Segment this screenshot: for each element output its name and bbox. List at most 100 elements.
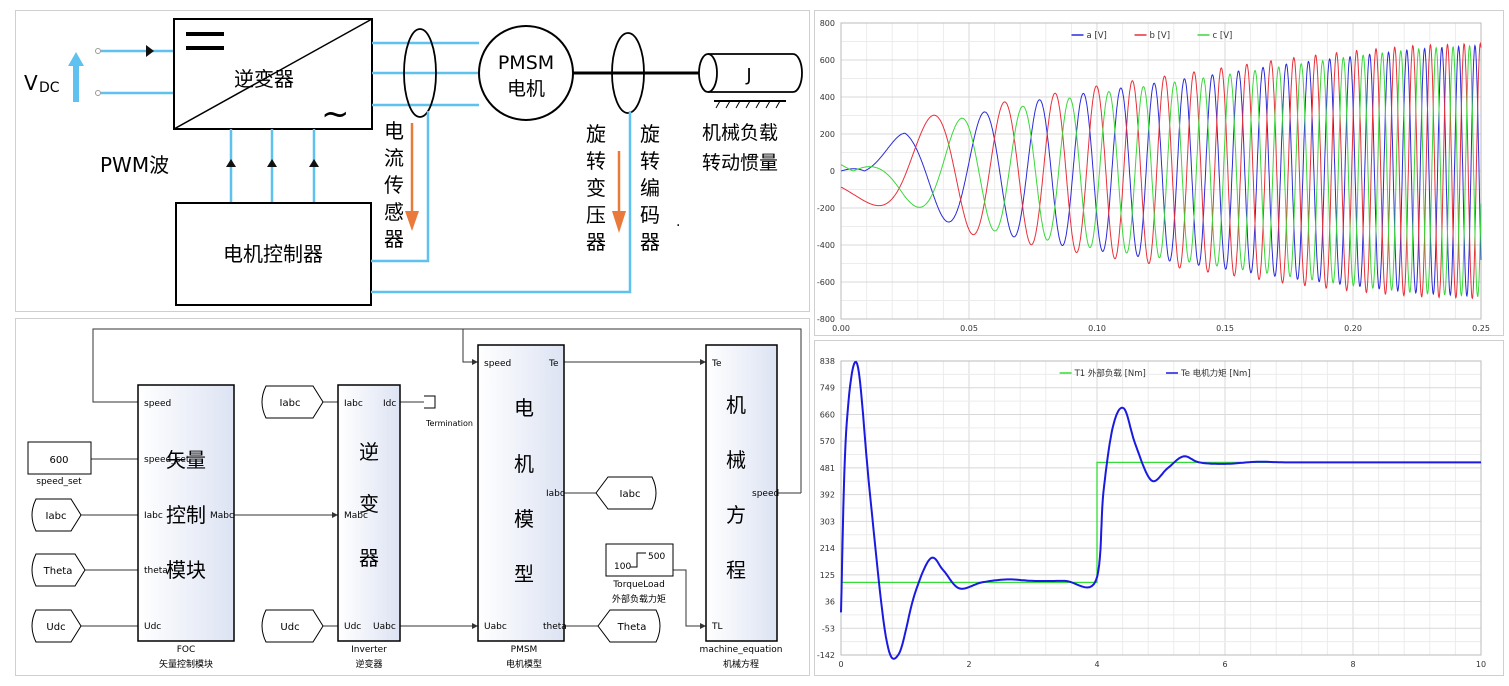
svg-text:Iabc: Iabc	[280, 398, 301, 409]
y-tick-label: 749	[820, 384, 835, 393]
y-tick-label: 392	[820, 491, 835, 500]
load-caption-1: 机械负载	[702, 122, 778, 144]
controller-label: 电机控制器	[223, 242, 323, 266]
y-tick-label: 400	[820, 93, 835, 102]
y-tick-label: 800	[820, 19, 835, 28]
y-tick-label: 570	[820, 437, 835, 446]
inverter-label: 逆变器	[234, 67, 294, 91]
step-caption: 外部负载力矩	[612, 593, 666, 605]
plot-frame	[840, 360, 1482, 656]
mech-title-3: 方	[726, 503, 746, 527]
schematic-panel: V DC 逆变器 ~ 电 流 传 感	[15, 10, 810, 312]
foc-block[interactable]: speed speed_set Iabc theta Udc Mabc 矢量 控…	[137, 384, 235, 642]
step-name: TorqueLoad	[612, 580, 665, 590]
foc-port-speed-set: speed_set	[144, 455, 190, 465]
mech-port-tl: TL	[711, 622, 723, 632]
current-sensor-label: 电 流 传 感 器	[384, 119, 404, 251]
pmsm-name: PMSM	[511, 645, 538, 655]
foc-port-udc: Udc	[144, 622, 161, 632]
y-tick-label: 600	[820, 56, 835, 65]
vdc-label: V	[24, 71, 38, 95]
series-line-c	[840, 44, 1482, 298]
y-tick-label: 214	[820, 544, 835, 553]
schematic-svg: V DC 逆变器 ~ 电 流 传 感	[24, 18, 803, 306]
foc-port-theta: theta	[144, 566, 168, 576]
svg-text:码: 码	[640, 203, 660, 227]
pmsm-title-2: 机	[514, 452, 534, 476]
svg-text:电: 电	[384, 119, 404, 143]
x-tick-label: 0	[838, 660, 843, 669]
torque-load-step[interactable]: 100 500	[605, 543, 674, 577]
pwm-label: PWM波	[100, 153, 169, 177]
pmsm-port-iabc: Iabc	[546, 489, 565, 499]
terminator-block[interactable]	[424, 395, 436, 409]
load-caption-2: 转动惯量	[702, 152, 778, 174]
foc-title-3: 模块	[166, 558, 206, 582]
current-sensor-ring	[403, 28, 437, 118]
y-tick-label: 125	[820, 571, 835, 580]
y-tick-label: 660	[820, 410, 835, 419]
machine-equation-block[interactable]: Te TL speed 机 械 方 程	[705, 344, 779, 642]
legend-entry: Te 电机力矩 [Nm]	[1180, 368, 1251, 379]
feedback-lines	[371, 111, 632, 294]
inv-port-idc: Idc	[383, 399, 396, 409]
inverter-sim-block[interactable]: Iabc Mabc Udc Idc Uabc 逆 变 器	[337, 384, 401, 642]
inv-title-3: 器	[359, 546, 379, 570]
goto-tag-iabc[interactable]: Iabc	[595, 476, 657, 510]
svg-text:感: 感	[384, 200, 404, 224]
phase-lines	[372, 41, 479, 107]
goto-tag-theta[interactable]: Theta	[597, 609, 661, 643]
foc-caption: 矢量控制模块	[159, 658, 213, 670]
svg-text:器: 器	[586, 230, 606, 254]
svg-text:Iabc: Iabc	[46, 511, 67, 522]
from-tag-udc[interactable]: Udc	[31, 609, 82, 643]
pmsm-port-te: Te	[548, 359, 559, 369]
x-tick-label: 0.05	[960, 324, 978, 333]
svg-text:器: 器	[384, 227, 404, 251]
inv-port-udc: Udc	[344, 622, 361, 632]
foc-name: FOC	[177, 645, 196, 655]
pmsm-title-4: 型	[514, 562, 534, 586]
mech-port-te: Te	[711, 359, 722, 369]
from-tag-iabc[interactable]: Iabc	[31, 498, 82, 532]
y-tick-label: 303	[820, 517, 835, 526]
inv-port-uabc: Uabc	[373, 622, 396, 632]
mech-title-2: 械	[726, 448, 746, 472]
foc-port-mabc: Mabc	[210, 511, 234, 521]
foc-title-1: 矢量	[166, 448, 206, 472]
x-tick-label: 0.25	[1472, 324, 1490, 333]
legend-entry: a [V]	[1087, 31, 1107, 41]
y-tick-label: -142	[817, 651, 835, 660]
pmsm-block[interactable]: speed Uabc Te Iabc theta 电 机 模 型	[477, 344, 567, 642]
x-tick-label: 4	[1094, 660, 1099, 669]
y-tick-label: -53	[822, 624, 835, 633]
from-tag-iabc-2[interactable]: Iabc	[261, 385, 324, 419]
y-tick-label: -400	[817, 241, 835, 250]
inverter-name: Inverter	[351, 645, 387, 655]
from-tag-udc-2[interactable]: Udc	[261, 609, 324, 643]
pmsm-title-3: 模	[514, 507, 534, 531]
legend-entry: c [V]	[1213, 31, 1233, 41]
x-tick-label: 8	[1350, 660, 1355, 669]
svg-text:传: 传	[384, 173, 404, 197]
y-tick-label: 200	[820, 130, 835, 139]
dc-terminal-plus	[95, 48, 101, 54]
series-line-b	[840, 42, 1482, 300]
svg-text:旋: 旋	[640, 122, 660, 146]
svg-text:流: 流	[384, 146, 404, 170]
constant-name: speed_set	[36, 477, 82, 487]
from-tag-theta[interactable]: Theta	[31, 553, 86, 587]
series-line-t1	[841, 461, 1481, 584]
y-tick-label: 481	[820, 464, 835, 473]
svg-text:Iabc: Iabc	[620, 489, 641, 500]
y-tick-label: -600	[817, 278, 835, 287]
encoder-label: 旋 转 编 码 器	[640, 122, 660, 254]
svg-text:Theta: Theta	[43, 566, 73, 577]
constant-block[interactable]: 600	[27, 441, 92, 475]
svg-text:器: 器	[640, 230, 660, 254]
mech-port-speed: speed	[752, 489, 779, 499]
